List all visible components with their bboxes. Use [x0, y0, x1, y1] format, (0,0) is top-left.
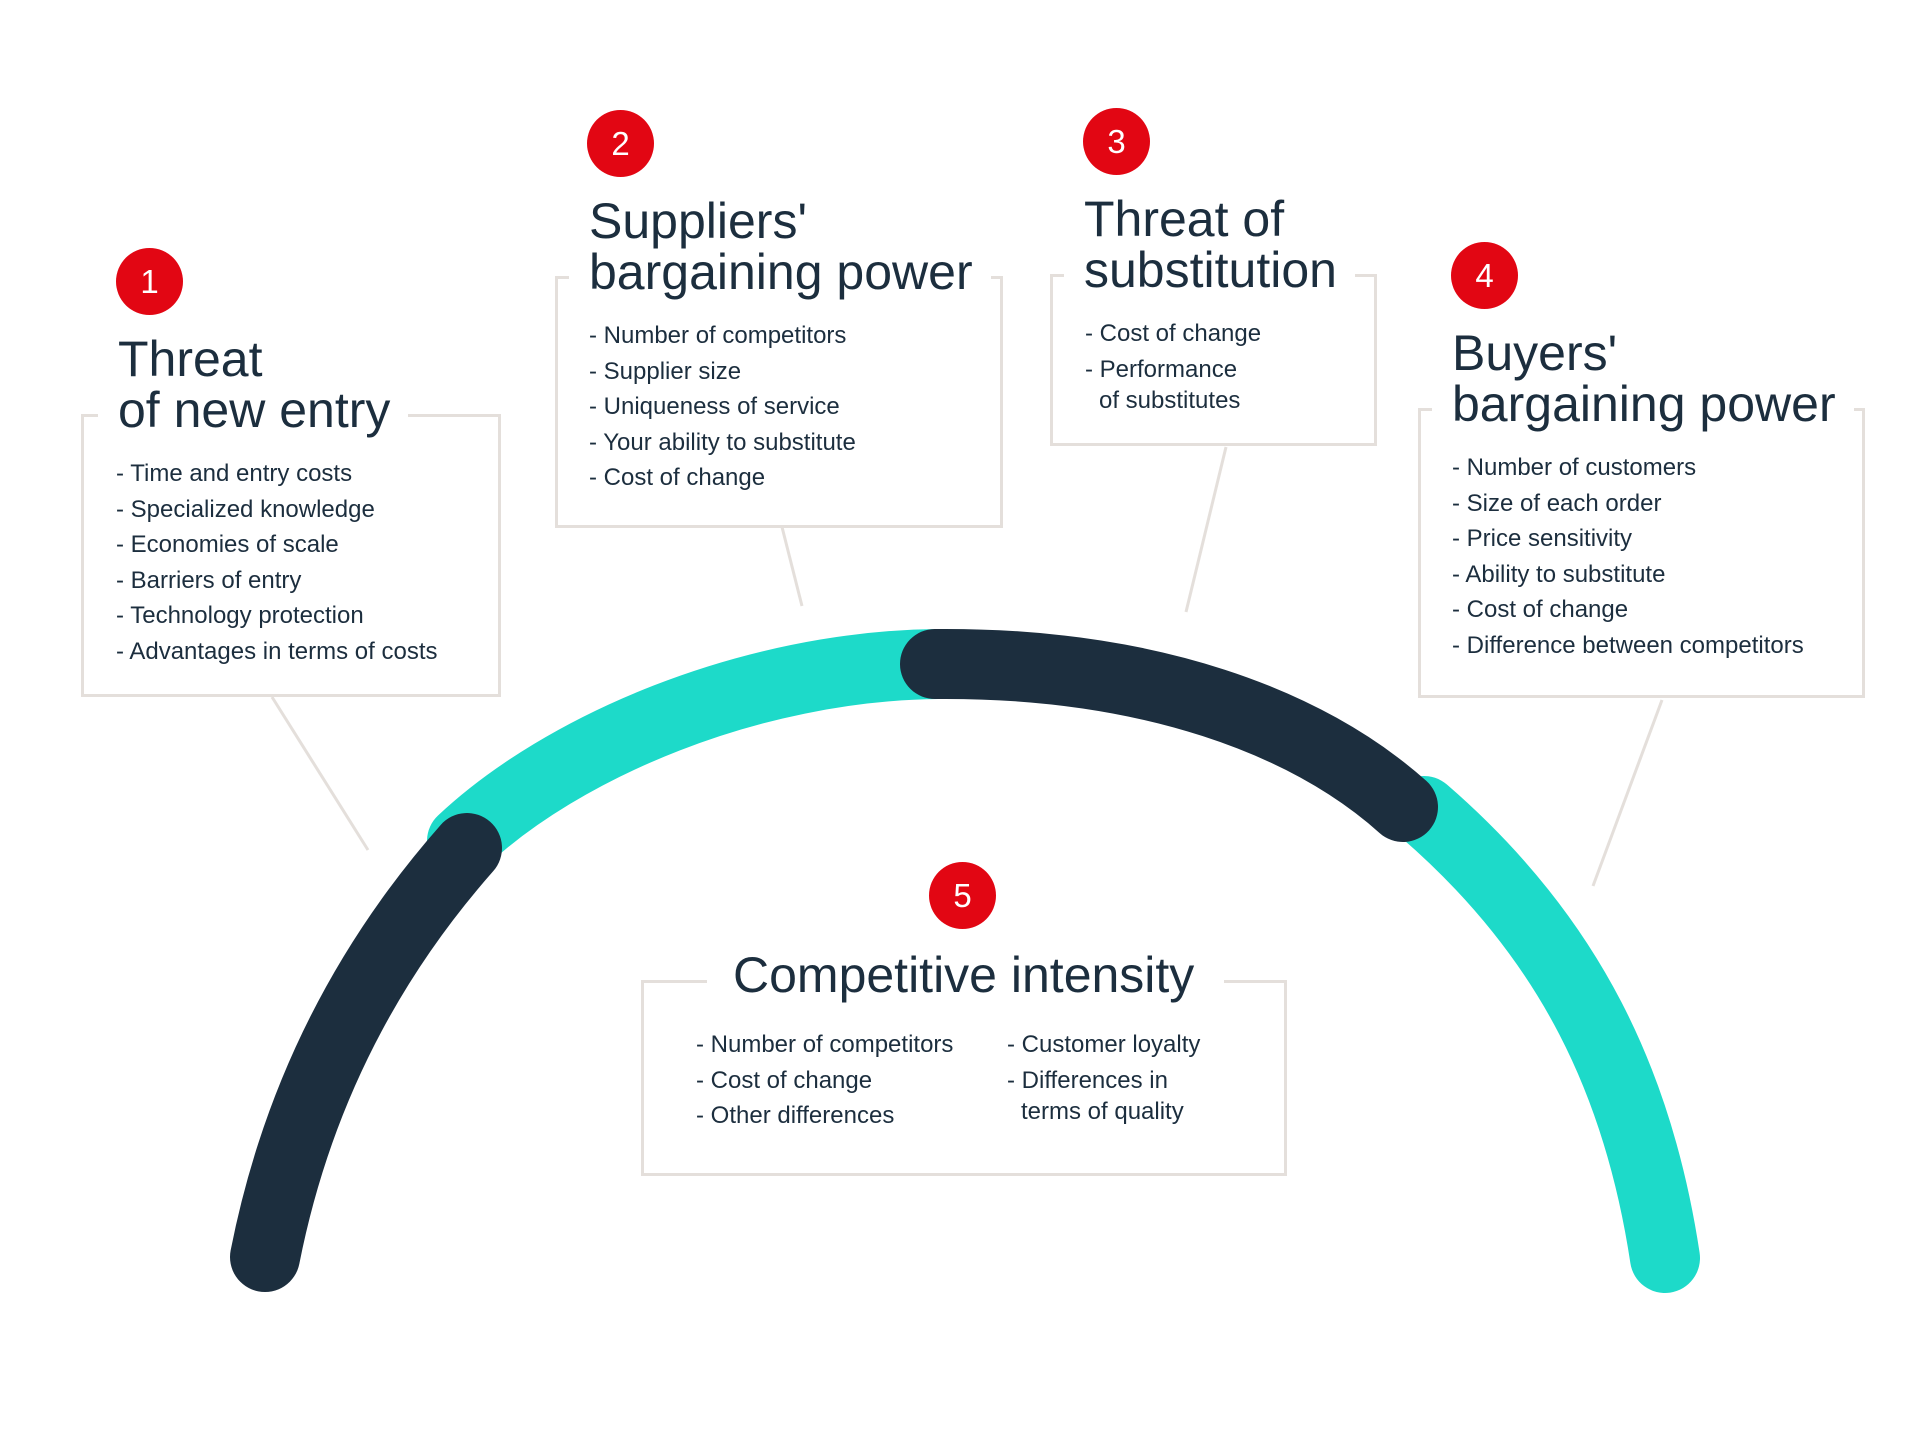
force-1-list: - Time and entry costs - Specialized kno…	[116, 456, 437, 669]
force-3-title: Threat of substitution	[1064, 194, 1355, 296]
force-5-item: - Differences in	[1007, 1066, 1168, 1094]
force-1-item: - Technology protection	[116, 602, 364, 629]
connector-line-4	[1591, 699, 1664, 887]
force-4-badge: 4	[1451, 242, 1518, 309]
force-5-item: terms of quality	[1021, 1098, 1184, 1125]
force-5-item: - Cost of change	[696, 1066, 873, 1094]
force-2-item: - Uniqueness of service	[589, 393, 840, 420]
force-1-item: - Advantages in terms of costs	[116, 637, 438, 665]
force-1-title-line-2: of new entry	[118, 382, 391, 438]
force-4-list: - Number of customers - Size of each ord…	[1452, 450, 1804, 663]
force-5-item: - Customer loyalty	[1007, 1031, 1201, 1058]
force-4-item: - Price sensitivity	[1452, 525, 1633, 552]
force-5-item: - Other differences	[696, 1102, 895, 1129]
arc-segment-teal-left	[427, 629, 973, 876]
force-3-item: - Cost of change	[1085, 320, 1262, 347]
force-2-item: - Number of competitors	[589, 322, 847, 349]
force-4-item: - Cost of change	[1452, 596, 1629, 623]
force-3-item: of substitutes	[1099, 387, 1241, 414]
connector-line-1	[270, 696, 370, 851]
force-2-item: - Supplier size	[589, 357, 742, 385]
force-1-item: - Economies of scale	[116, 531, 339, 558]
force-4-item: - Ability to substitute	[1452, 560, 1666, 588]
force-5-item: - Number of competitors	[696, 1031, 954, 1058]
force-3-list: - Cost of change - Performance of substi…	[1085, 316, 1261, 415]
force-1-title-line-1: Threat	[118, 331, 263, 387]
force-2-badge: 2	[587, 110, 654, 177]
arc-segment-dark-left	[230, 813, 502, 1292]
force-1-item: - Barriers of entry	[116, 566, 302, 594]
connector-line-2	[780, 526, 804, 607]
force-4-title-line-2: bargaining power	[1452, 376, 1836, 432]
force-5-list-right: - Customer loyalty - Differences in term…	[1007, 1027, 1200, 1126]
force-4-title-line-1: Buyers'	[1452, 325, 1618, 381]
force-4-item: - Size of each order	[1452, 489, 1662, 517]
force-3-badge: 3	[1083, 108, 1150, 175]
force-2-title: Suppliers' bargaining power	[569, 196, 991, 298]
force-3-title-line-1: Threat of	[1084, 191, 1285, 247]
force-2-item: - Cost of change	[589, 464, 766, 491]
force-1-item: - Specialized knowledge	[116, 495, 375, 523]
force-2-list: - Number of competitors - Supplier size …	[589, 318, 856, 496]
force-1-badge: 1	[116, 248, 183, 315]
force-2-title-line-2: bargaining power	[589, 244, 973, 300]
arc-segment-dark-center	[900, 628, 1438, 842]
force-2-item: - Your ability to substitute	[589, 428, 856, 456]
force-3-item: - Performance	[1085, 355, 1238, 383]
force-1-title: Threat of new entry	[98, 331, 409, 438]
force-1-item: - Time and entry costs	[116, 460, 353, 487]
force-4-item: - Number of customers	[1452, 454, 1697, 481]
force-5-list-left: - Number of competitors - Cost of change…	[696, 1027, 953, 1134]
force-5-title-line-1: Competitive intensity	[733, 947, 1195, 1003]
force-2-title-line-1: Suppliers'	[589, 193, 807, 249]
connector-line-3	[1184, 446, 1228, 613]
force-4-item: - Difference between competitors	[1452, 631, 1804, 659]
force-5-badge: 5	[929, 862, 996, 929]
force-5-title: Competitive intensity	[707, 947, 1225, 1003]
force-4-title: Buyers' bargaining power	[1432, 328, 1854, 430]
force-3-title-line-2: substitution	[1084, 242, 1337, 298]
arc-segment-teal-right	[1389, 776, 1700, 1293]
